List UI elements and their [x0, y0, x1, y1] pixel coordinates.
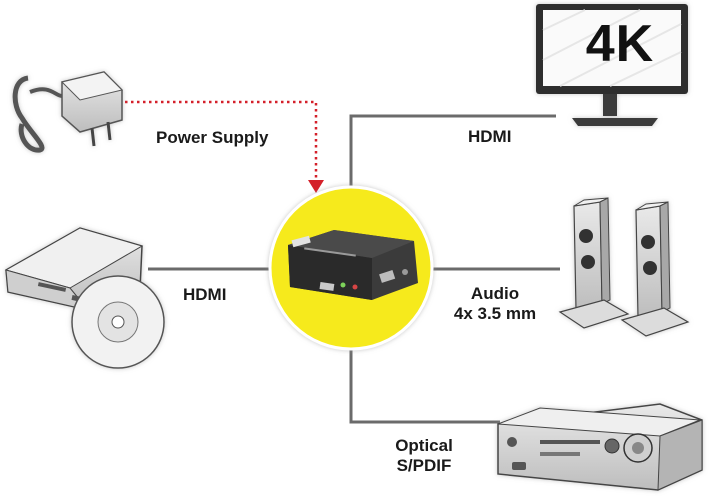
- power-supply-label: Power Supply: [156, 128, 269, 147]
- bluray-player-icon: [4, 227, 165, 369]
- speaker-right: [620, 201, 690, 337]
- power-adapter-icon: [12, 71, 123, 153]
- line-hub-to-monitor: [349, 114, 556, 200]
- audio-label: Audio 4x 3.5 mm: [440, 284, 550, 324]
- optical-label-line1: Optical: [395, 436, 453, 455]
- power-arrow-icon: [308, 180, 324, 193]
- hub: [268, 185, 434, 351]
- speakers-icon: [558, 197, 690, 337]
- audio-label-line2: 4x 3.5 mm: [453, 304, 537, 323]
- hdmi-output-label: HDMI: [468, 127, 512, 146]
- audio-extractor-icon: [288, 230, 418, 300]
- hdmi-input-label: HDMI: [183, 285, 227, 304]
- optical-label: Optical S/PDIF: [384, 436, 464, 476]
- av-receiver-icon: [497, 403, 703, 491]
- optical-label-line2: S/PDIF: [396, 456, 452, 475]
- power-line: [125, 100, 324, 193]
- monitor-icon: [536, 4, 688, 126]
- audio-label-line1: Audio: [470, 284, 520, 303]
- connector-lines: [148, 114, 560, 424]
- speaker-left: [558, 197, 630, 329]
- monitor-badge: 4K: [585, 15, 655, 73]
- line-hub-to-receiver: [349, 340, 500, 424]
